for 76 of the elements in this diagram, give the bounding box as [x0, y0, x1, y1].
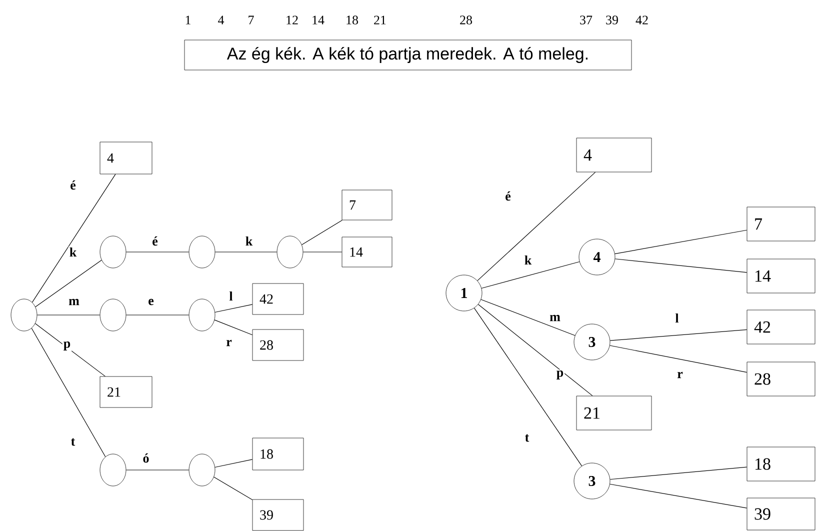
tree-node-circle [100, 454, 126, 486]
position-box: 39 [746, 498, 816, 530]
edge-label: t [70, 437, 76, 447]
tree-node-circle [276, 236, 304, 268]
connector-line [126, 314, 190, 316]
position-box: 4 [100, 142, 152, 174]
position-box: 21 [100, 376, 152, 408]
connector-line [610, 484, 748, 508]
connector-line [32, 174, 116, 303]
position-number: 12 [286, 16, 298, 24]
connector-line [34, 323, 106, 377]
tree-node-circle [188, 236, 216, 268]
connector-line [214, 304, 253, 313]
position-number: 18 [346, 16, 358, 24]
position-box: 14 [342, 236, 392, 268]
edge-label: k [68, 246, 78, 258]
position-number: 14 [312, 16, 324, 24]
position-number: 7 [248, 16, 254, 24]
connector-line [474, 308, 582, 466]
edge-label: p [62, 340, 72, 352]
position-box: 14 [746, 258, 816, 294]
connector-line [31, 328, 106, 458]
connector-line [302, 220, 342, 246]
edge-label: r [225, 338, 233, 348]
edge-label: l [674, 312, 680, 324]
edge-label: m [68, 298, 80, 306]
connector-line [610, 329, 748, 341]
connector-line [610, 466, 748, 480]
connector-line [481, 261, 580, 289]
edge-label: é [69, 179, 77, 191]
position-box: 21 [576, 396, 652, 430]
tree-node-circle [188, 454, 216, 486]
position-box: 18 [746, 446, 816, 482]
connector-line [610, 345, 748, 373]
position-number: 21 [374, 16, 386, 24]
edge-label: é [151, 235, 159, 247]
position-number: 42 [636, 16, 648, 24]
position-box: 39 [252, 499, 304, 531]
connector-line [478, 304, 593, 396]
position-box: 42 [746, 310, 816, 344]
position-number: 28 [460, 16, 472, 24]
position-box: 42 [252, 283, 304, 315]
position-number: 4 [218, 16, 224, 24]
edge-label: e [147, 298, 155, 306]
connector-line [614, 230, 748, 254]
tree-node-circle [100, 236, 126, 268]
connector-line [35, 260, 102, 308]
position-box: 18 [252, 438, 304, 470]
connector-line [36, 314, 100, 316]
tree-node-circle [10, 298, 38, 332]
edge-label: l [228, 290, 234, 302]
position-box: 7 [342, 190, 392, 220]
edge-label: t [524, 433, 530, 443]
position-box: 28 [746, 362, 816, 396]
edge-label: k [523, 254, 533, 266]
connector-line [614, 258, 748, 273]
connector-line [480, 299, 576, 336]
edge-label: r [676, 370, 684, 380]
edge-label: m [548, 314, 562, 322]
connector-line [214, 476, 253, 500]
connector-line [214, 320, 253, 336]
tree-node-circle [188, 298, 216, 332]
position-number: 1 [186, 16, 190, 24]
sentence-box: Az ég kék. A kék tó partja meredek. A tó meleg. [184, 40, 632, 70]
position-number: 37 [580, 16, 592, 24]
edge-label: é [504, 190, 512, 202]
edge-label: p [555, 370, 565, 380]
connector-line [477, 172, 596, 281]
edge-label: ó [142, 452, 150, 464]
position-number: 39 [606, 16, 618, 24]
position-box: 7 [746, 206, 816, 242]
connector-line [214, 459, 253, 468]
position-box: 28 [252, 329, 304, 361]
tree-node-circle [100, 298, 126, 332]
edge-label: k [244, 236, 254, 247]
position-box: 4 [576, 138, 652, 172]
